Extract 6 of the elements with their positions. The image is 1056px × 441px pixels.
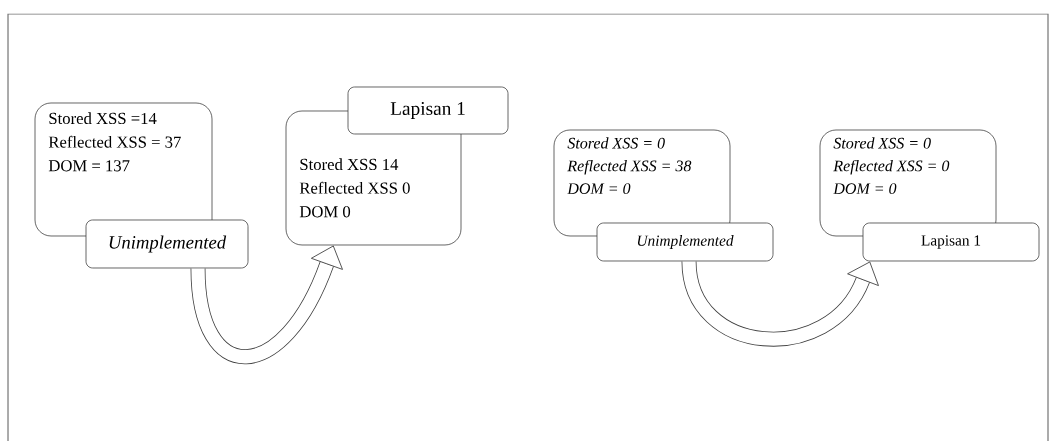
label-tab: Lapisan 1 <box>862 222 1040 262</box>
label-tab: Unimplemented <box>85 219 249 269</box>
curved-block-arrow <box>681 260 879 347</box>
label-tab: Unimplemented <box>596 222 774 262</box>
curved-block-arrow <box>190 245 343 364</box>
label-tab: Lapisan 1 <box>347 86 509 135</box>
